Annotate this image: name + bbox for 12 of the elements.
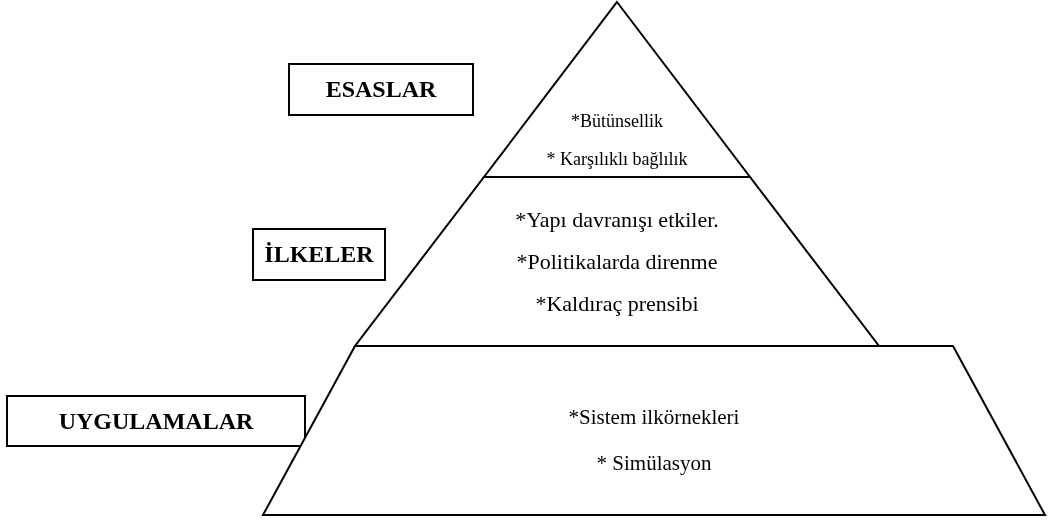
- list-item: * Karşılıklı bağlılık: [546, 148, 688, 171]
- pyramid-tier: [484, 2, 750, 177]
- list-item: *Sistem ilkörnekleri: [568, 404, 740, 431]
- list-item: *Kaldıraç prensibi: [535, 290, 699, 318]
- pyramid-tier: [263, 346, 1045, 515]
- level-label: UYGULAMALAR: [6, 395, 306, 447]
- list-item: *Politikalarda direnme: [516, 248, 718, 276]
- list-item: * Simülasyon: [596, 450, 712, 477]
- level-label: ESASLAR: [288, 63, 474, 116]
- list-item: *Yapı davranışı etkiler.: [515, 206, 719, 234]
- level-label: İLKELER: [252, 228, 386, 281]
- list-item: *Bütünsellik: [571, 110, 663, 133]
